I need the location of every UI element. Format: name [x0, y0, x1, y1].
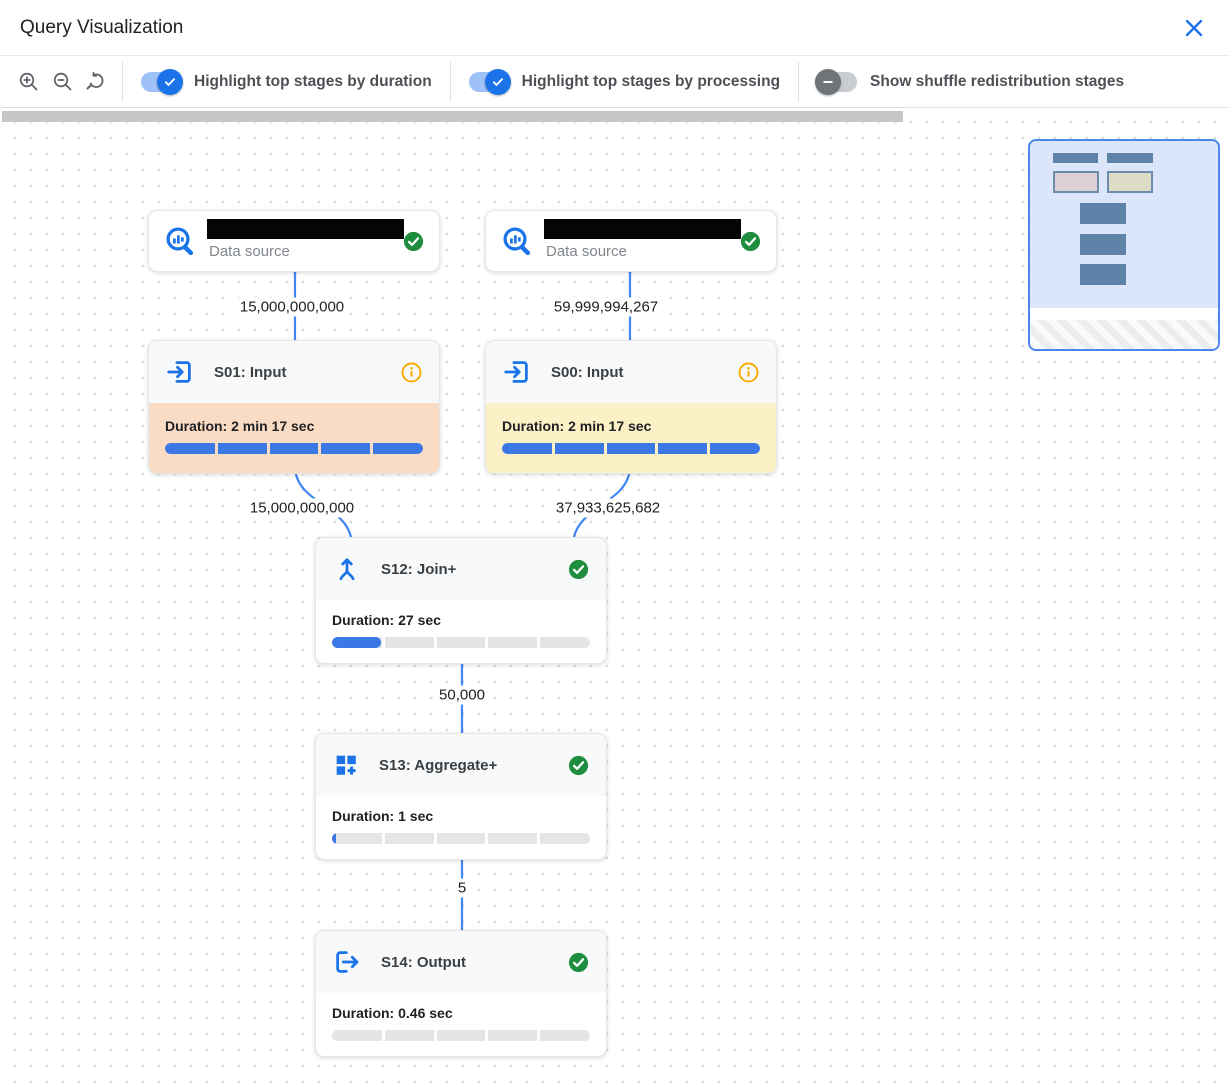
bigquery-magnifier-icon — [503, 227, 531, 256]
stage-node-s14-output[interactable]: S14: Output Duration: 0.46 sec — [315, 930, 607, 1057]
minimap-node — [1080, 264, 1126, 285]
check-circle-icon — [568, 755, 589, 775]
toggle-thumb — [157, 69, 183, 95]
toggle-thumb — [815, 69, 842, 95]
check-circle-icon — [740, 231, 761, 251]
close-button[interactable] — [1179, 13, 1209, 43]
duration-text: Duration: 27 sec — [332, 612, 441, 628]
toolbar-divider — [798, 62, 800, 102]
minus-icon — [823, 81, 833, 83]
toggle-group-shuffle: Show shuffle redistribution stages — [807, 69, 1134, 95]
zoom-out-icon — [53, 72, 72, 91]
close-icon — [1185, 19, 1203, 36]
check-circle-icon — [568, 559, 589, 579]
check-icon — [164, 78, 176, 86]
edge-row-count: 15,000,000,000 — [235, 297, 349, 317]
data-source-label: Data source — [209, 243, 290, 260]
stage-title: S01: Input — [214, 363, 287, 381]
bigquery-magnifier-icon — [166, 227, 194, 256]
duration-progress-bar — [165, 443, 423, 454]
stage-node-s00-input[interactable]: S00: Input Duration: 2 min 17 sec — [485, 340, 777, 474]
duration-text: Duration: 2 min 17 sec — [502, 418, 652, 434]
toggle-group-duration: Highlight top stages by duration — [131, 69, 442, 95]
toolbar: Highlight top stages by duration Highlig… — [0, 57, 1229, 108]
minimap-node-processing-highlight — [1107, 171, 1153, 193]
stage-title: S14: Output — [381, 953, 466, 971]
toggle-label-processing: Highlight top stages by processing — [521, 73, 781, 90]
data-source-label: Data source — [546, 243, 627, 260]
show-shuffle-toggle[interactable] — [815, 69, 858, 95]
stage-node-s12-join[interactable]: S12: Join+ Duration: 27 sec — [315, 537, 607, 664]
duration-progress-bar — [332, 637, 590, 648]
horizontal-scrollbar-thumb[interactable] — [2, 111, 903, 122]
data-source-node-1[interactable]: Data source — [148, 210, 440, 272]
highlight-processing-toggle[interactable] — [468, 69, 511, 95]
redacted-table-name — [544, 219, 741, 239]
minimap-node — [1053, 153, 1098, 163]
toggle-label-shuffle: Show shuffle redistribution stages — [870, 73, 1125, 90]
data-source-node-2[interactable]: Data source — [485, 210, 777, 272]
merge-arrows-icon — [339, 558, 355, 581]
check-circle-icon — [403, 231, 424, 251]
stage-duration-panel: Duration: 0.46 sec — [316, 993, 606, 1056]
highlight-duration-toggle[interactable] — [141, 69, 183, 95]
page-title: Query Visualization — [20, 16, 184, 38]
info-circle-icon — [738, 362, 759, 382]
minimap-node — [1080, 203, 1126, 224]
duration-text: Duration: 1 sec — [332, 808, 434, 824]
duration-text: Duration: 0.46 sec — [332, 1005, 453, 1021]
zoom-in-button[interactable] — [12, 65, 46, 99]
input-arrow-icon — [167, 361, 191, 383]
toggle-label-duration: Highlight top stages by duration — [194, 73, 432, 90]
duration-progress-bar — [332, 1030, 590, 1041]
minimap-node — [1080, 234, 1126, 255]
stage-title: S00: Input — [551, 363, 624, 381]
stage-duration-panel: Duration: 27 sec — [316, 600, 606, 663]
zoom-reset-icon — [86, 71, 104, 90]
minimap-gap — [1030, 308, 1218, 320]
check-circle-icon — [568, 952, 589, 972]
duration-progress-bar — [332, 833, 590, 844]
minimap-node — [1107, 153, 1153, 163]
zoom-reset-button[interactable] — [80, 65, 114, 99]
minimap-node-duration-highlight — [1053, 171, 1099, 193]
stage-title: S13: Aggregate+ — [379, 756, 498, 774]
minimap-out-of-view-hatch — [1030, 320, 1218, 349]
redacted-table-name — [207, 219, 404, 239]
toolbar-divider — [122, 62, 123, 102]
info-button[interactable] — [737, 361, 760, 384]
stage-duration-panel: Duration: 1 sec — [316, 796, 606, 859]
info-button[interactable] — [400, 361, 423, 384]
toolbar-divider — [449, 62, 451, 102]
graph-canvas[interactable]: 15,000,000,000 59,999,994,267 15,000,000… — [0, 108, 1229, 1090]
stage-duration-panel: Duration: 2 min 17 sec — [149, 403, 439, 473]
dialog-header: Query Visualization — [0, 0, 1229, 56]
zoom-out-button[interactable] — [46, 65, 80, 99]
edge-row-count: 15,000,000,000 — [245, 498, 359, 518]
stage-duration-panel: Duration: 2 min 17 sec — [486, 403, 776, 473]
info-circle-icon — [401, 362, 422, 382]
duration-progress-bar — [502, 443, 760, 454]
input-arrow-icon — [504, 361, 528, 383]
zoom-in-icon — [19, 72, 38, 91]
duration-text: Duration: 2 min 17 sec — [165, 418, 315, 434]
grid-plus-icon — [336, 755, 356, 775]
output-arrow-icon — [336, 951, 359, 973]
minimap[interactable] — [1028, 139, 1220, 351]
toggle-group-processing: Highlight top stages by processing — [459, 69, 790, 95]
edge-row-count: 37,933,625,682 — [551, 498, 665, 518]
stage-node-s01-input[interactable]: S01: Input Duration: 2 min 17 sec — [148, 340, 440, 474]
stage-title: S12: Join+ — [381, 560, 457, 578]
check-icon — [492, 78, 503, 86]
stage-node-s13-aggregate[interactable]: S13: Aggregate+ Duration: 1 sec — [315, 733, 607, 860]
edge-row-count: 50,000 — [435, 685, 489, 705]
edge-row-count: 59,999,994,267 — [549, 297, 663, 317]
toggle-thumb — [484, 69, 511, 95]
edge-row-count: 5 — [453, 878, 471, 898]
